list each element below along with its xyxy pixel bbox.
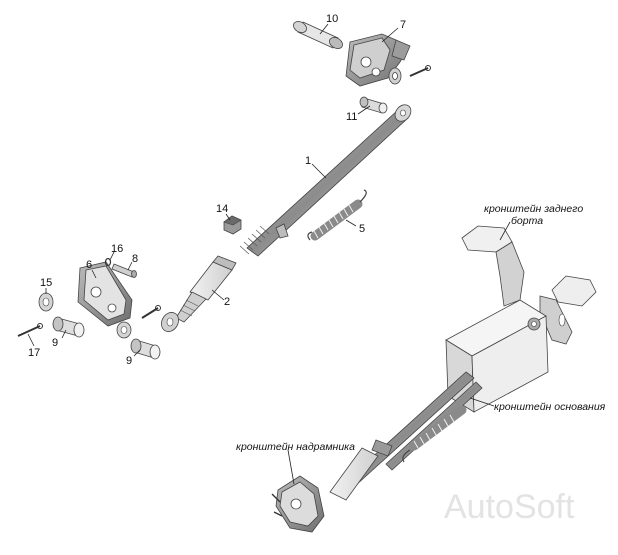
- cotter-pin-mid: [141, 305, 161, 319]
- callout-10: 10: [326, 13, 338, 25]
- washer-top: [388, 67, 402, 85]
- bushing-part-11: [359, 96, 388, 114]
- adjuster-part-2: [161, 255, 237, 332]
- callout-8: 8: [132, 253, 138, 265]
- callout-1: 1: [305, 155, 311, 167]
- washer-part-15: [38, 292, 54, 312]
- label-base-bracket: кронштейн основания: [494, 401, 606, 413]
- leader-lines: [27, 23, 511, 485]
- clevis-bracket-part-7: [345, 33, 411, 87]
- bracket-plate-part-6: [77, 261, 133, 327]
- small-pin-part-8: [111, 263, 137, 278]
- callout-7: 7: [400, 19, 406, 31]
- label-frame-bracket: кронштейн надрамника: [236, 441, 355, 453]
- assembled-mechanism: [271, 225, 597, 533]
- bushing-part-9-bottom: [130, 338, 161, 360]
- cotter-pin-top: [409, 65, 431, 77]
- callout-9-left: 9: [52, 337, 58, 349]
- cotter-pin-part-17: [17, 323, 43, 337]
- callout-5: 5: [359, 223, 365, 235]
- callout-15: 15: [40, 277, 52, 289]
- ring-part-16: [104, 257, 112, 267]
- callout-14: 14: [216, 203, 228, 215]
- callout-2: 2: [224, 296, 230, 308]
- pin-part-10: [293, 21, 343, 49]
- spring-part-5: [307, 189, 367, 241]
- label-rear-bracket-line2: борта: [511, 215, 543, 227]
- callout-16: 16: [111, 243, 123, 255]
- rod-part-1: [239, 104, 412, 257]
- callout-6: 6: [86, 259, 92, 271]
- bushing-part-9-left: [52, 316, 85, 338]
- watermark: AutoSoft: [444, 488, 575, 526]
- callout-9-bottom: 9: [126, 355, 132, 367]
- washer-mid: [116, 321, 132, 339]
- label-rear-bracket-line1: кронштейн заднего: [484, 203, 583, 215]
- nut-part-14: [223, 215, 242, 235]
- callout-17: 17: [28, 347, 40, 359]
- callout-11: 11: [346, 111, 357, 123]
